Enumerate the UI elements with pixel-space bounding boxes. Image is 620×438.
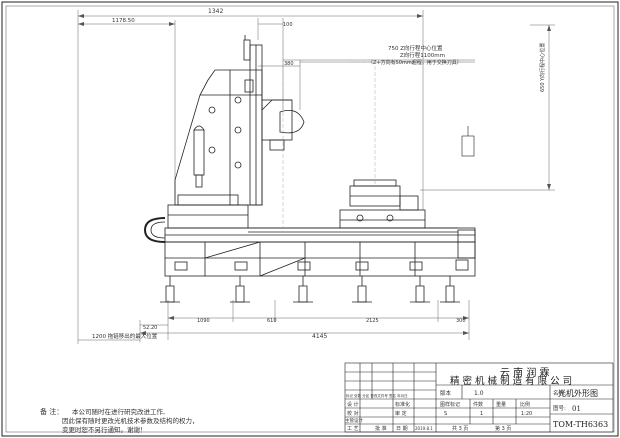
y-center-note: 650 Y向行程中心位置: [539, 43, 546, 92]
dim-bottom-1090: 1090: [197, 318, 210, 324]
note-line-3: 变更时恕不另行通知。谢谢！: [62, 425, 147, 434]
stage-value: S: [444, 411, 447, 417]
tool-holder: [461, 126, 475, 157]
name-label: 名称:: [553, 389, 566, 397]
dimension-arrows: [78, 14, 551, 335]
approve-label: 批 准: [375, 425, 387, 432]
dim-mid-right: 380: [284, 61, 294, 67]
note-label: 备 注：: [40, 407, 63, 416]
dim-bottom-total: 4145: [312, 333, 327, 340]
version-value: 1.0: [474, 390, 484, 397]
note-line-2: 因此保有随时更改光机技术参数及结构的权力，: [62, 416, 199, 425]
z-overtravel-note: （Z+方向有50mm超程，用于交换刀具）: [368, 59, 462, 66]
name-value: 光机外形图: [558, 388, 598, 398]
note-line-1: 本公司随时在进行研究改进工作,: [72, 407, 165, 416]
company-name-line2: 精 密 机 械 制 造 有 限 公 司: [450, 375, 572, 387]
review-label: 审 定: [395, 410, 407, 417]
company-name-line1: 云 南 润 霖: [500, 366, 550, 379]
dim-top-right-small: 100: [283, 22, 293, 28]
dim-bottom-610: 610: [267, 318, 277, 324]
scale-label: 比例: [520, 401, 530, 408]
model-value: TOM-TH6363: [553, 420, 608, 429]
dim-top-width: 1342: [208, 8, 223, 15]
qty-label: 件数: [473, 401, 483, 408]
drawing-no-value: 01: [572, 405, 581, 413]
qty-value: 1: [480, 411, 483, 417]
z-center-note: 750 Z向行程中心位置: [388, 44, 443, 52]
drawing-inner-border: [5, 5, 615, 433]
process-label: 工 艺: [347, 426, 359, 432]
machine-body: [143, 35, 476, 303]
stage-mark-label: 图样标记: [440, 401, 460, 408]
rev-row: 标记 处数 分区 更改文件号 签名 年月日: [346, 393, 408, 398]
version-label: 版本: [440, 389, 452, 397]
sheet-total: 共 3 页: [452, 425, 468, 432]
dim-left-offset: 1178.50: [112, 18, 135, 24]
center-lines: [282, 40, 420, 228]
z-travel-note: Z向行程1100mm: [400, 51, 445, 59]
weight-label: 重量: [496, 401, 506, 408]
sheet-no: 第 3 页: [495, 425, 511, 432]
dim-bottom-300: 300: [456, 318, 466, 324]
main-design-label: 主管设计: [345, 417, 363, 424]
date-label: 日 期: [396, 426, 408, 432]
date-value: 2019.8.1: [415, 426, 433, 431]
drawing-no-label: 图号:: [553, 404, 566, 412]
standard-label: 标准化: [395, 401, 410, 408]
title-block: [344, 362, 614, 433]
levelling-feet: [160, 276, 460, 303]
scale-value: 1:20: [521, 411, 532, 417]
design-label: 设 计: [347, 401, 359, 408]
dimension-lines: [77, 10, 555, 344]
check-label: 校 对: [347, 410, 359, 417]
dim-bottom-2125: 2125: [366, 318, 379, 324]
chain-note: 1200 拖链移出的最大位置: [92, 332, 158, 340]
dim-left-small: 52.20: [143, 325, 157, 331]
